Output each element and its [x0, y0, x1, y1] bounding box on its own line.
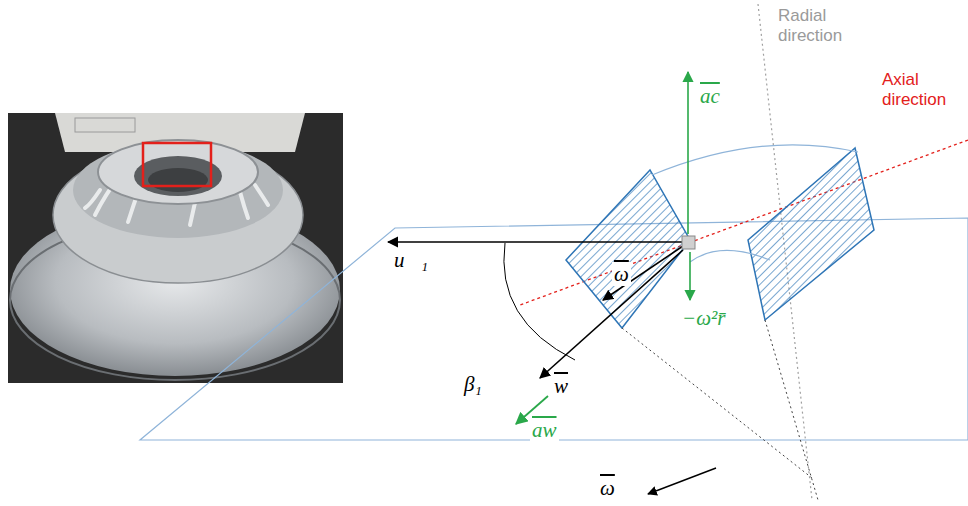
acceleration-vector: [689, 252, 691, 300]
angle-arc: [504, 243, 575, 360]
velocity-vector: [388, 241, 683, 243]
vector-label: ac: [698, 84, 722, 108]
vector-label: ω: [598, 476, 617, 500]
vector-label: aw: [530, 418, 559, 442]
impeller-photo: [8, 113, 343, 383]
relative-velocity-vector: [540, 250, 683, 378]
vector-label: −ω²r̄: [680, 306, 727, 330]
construction-line: [622, 328, 812, 478]
rotation-vector: [603, 246, 683, 300]
pitch-arc: [690, 250, 770, 262]
direction-label: Axial direction: [880, 70, 964, 109]
vector-label: u⃗₁: [392, 248, 430, 272]
blade-section: [748, 148, 874, 320]
pitch-arc: [652, 145, 858, 175]
rotation-vector: [648, 468, 716, 494]
vector-label: ω: [612, 262, 631, 286]
construction-line: [765, 320, 818, 500]
vector-label: w: [552, 374, 570, 398]
fluid-particle: [682, 236, 695, 249]
direction-label: Radial direction: [776, 6, 880, 45]
angle-label: β₁: [462, 372, 484, 396]
blade-section: [566, 170, 690, 328]
acceleration-vector: [687, 72, 689, 234]
